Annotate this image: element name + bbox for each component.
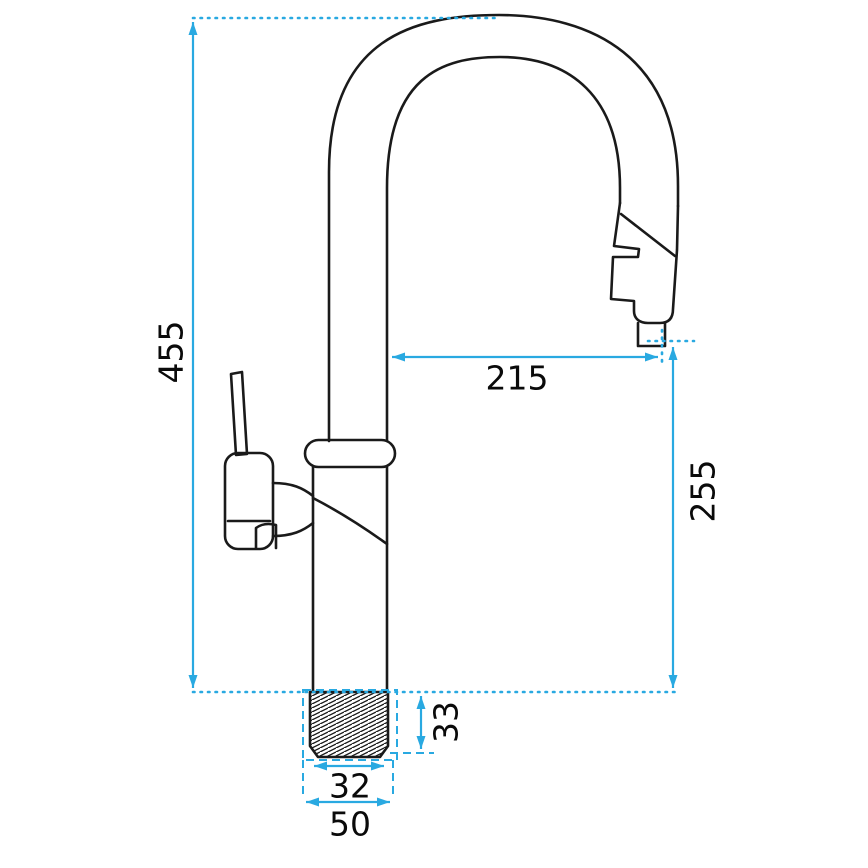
spray-head-seam <box>619 212 677 258</box>
dim-label-thread-length: 33 <box>426 701 466 743</box>
spout-outer-curve <box>327 13 680 443</box>
faucet-line-art <box>223 13 680 759</box>
dim-label-outlet-height: 255 <box>683 459 723 523</box>
dim-label-base-width: 50 <box>329 804 371 844</box>
extension-lines <box>302 689 434 799</box>
handle-neck-top <box>271 481 315 498</box>
dimension-lines <box>188 22 678 807</box>
spray-nozzle <box>636 321 667 348</box>
thread-dashed-box <box>302 689 398 761</box>
dim-label-thread-width: 32 <box>329 766 371 806</box>
spout-inner-curve <box>385 55 622 443</box>
handle-lever <box>229 370 249 457</box>
swivel-collar <box>303 438 397 469</box>
thread-outline <box>308 690 390 759</box>
dim-label-spout-reach: 215 <box>485 358 549 398</box>
reference-lines <box>191 16 696 694</box>
dimension-graphics <box>188 16 696 807</box>
handle-housing <box>223 451 275 551</box>
spray-head <box>609 201 680 325</box>
handle-nub <box>254 522 278 550</box>
body-seam <box>311 496 389 546</box>
dim-label-total-height: 455 <box>151 320 191 384</box>
handle-neck-bottom <box>271 521 315 538</box>
